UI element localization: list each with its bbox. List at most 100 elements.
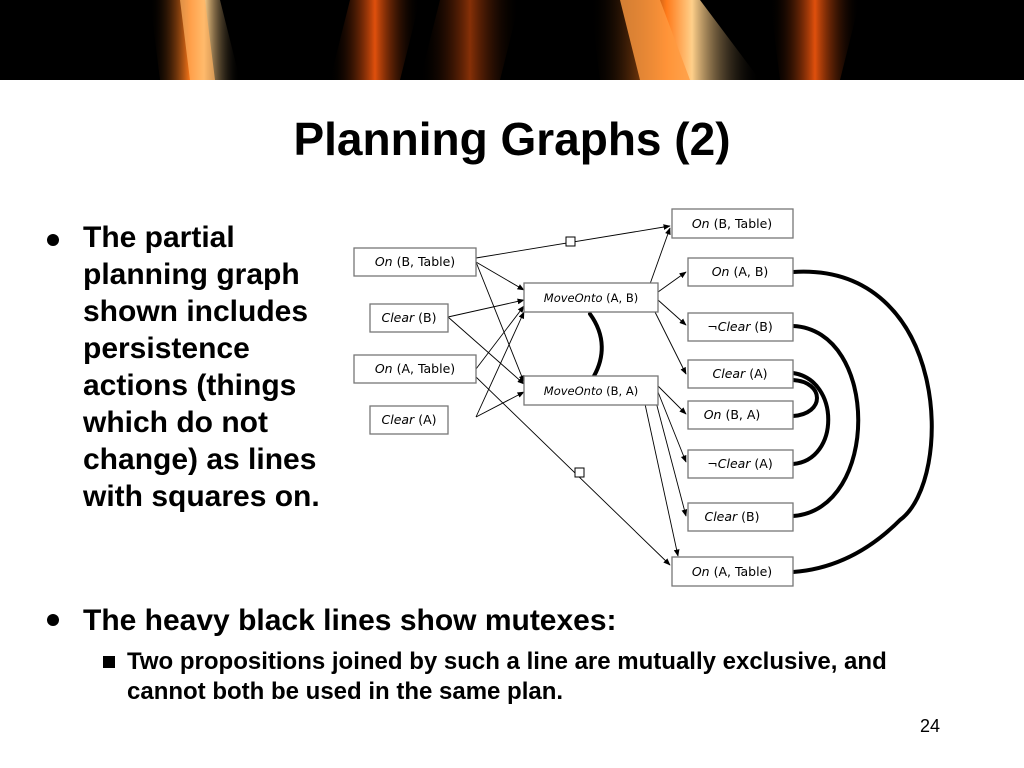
prop-box — [687, 359, 794, 389]
edge-on-b-table-to-move-a-b — [475, 261, 525, 291]
prop-box — [687, 400, 794, 430]
prop-box — [353, 354, 477, 384]
edge-on-b-table-to-move-b-a — [475, 261, 525, 383]
prop-text: On (B, Table) — [375, 254, 455, 269]
mutex-not-clear-b-clear-b — [791, 324, 861, 518]
prop-not-clear-b-level1: ¬Clear (B) — [687, 312, 794, 342]
prop-text: ¬Clear (B) — [707, 319, 773, 334]
prop-box — [369, 303, 449, 333]
mutex-clear-a-not-clear-a — [791, 371, 831, 466]
bullet-2-text: The heavy black lines show mutexes: — [83, 604, 617, 637]
flame-banner — [0, 0, 1024, 80]
prop-pred: On — [375, 361, 393, 376]
prop-args: (B, A) — [725, 407, 760, 422]
prop-pred: ¬Clear — [707, 319, 751, 334]
prop-pred: Clear — [704, 509, 738, 524]
prop-pred: Clear — [382, 412, 416, 427]
prop-args: (B, Table) — [714, 216, 773, 231]
action-text: MoveOnto (B, A) — [544, 384, 638, 398]
prop-pred: ¬Clear — [707, 456, 751, 471]
prop-text: On (B, A) — [704, 407, 761, 422]
prop-text: Clear (B) — [704, 509, 759, 524]
prop-text: Clear (B) — [381, 310, 436, 325]
prop-not-clear-a-level1: ¬Clear (A) — [687, 449, 794, 479]
persistence-square-on-b-table — [565, 236, 576, 247]
prop-on-a-b-level1: On (A, B) — [687, 257, 794, 287]
bullet-dot-1 — [47, 234, 59, 246]
action-move-onto-b-a: MoveOnto (B, A) — [523, 375, 659, 406]
prop-box — [671, 208, 794, 239]
prop-pred: On — [692, 564, 710, 579]
prop-pred: On — [375, 254, 393, 269]
prop-clear-b-level0: Clear (B) — [369, 303, 449, 333]
prop-pred: Clear — [713, 366, 747, 381]
prop-pred: On — [712, 264, 730, 279]
persistence-edges — [475, 224, 671, 566]
prop-args: (A) — [418, 412, 436, 427]
action-args: (B, A) — [606, 384, 638, 398]
prop-box — [353, 247, 477, 277]
edge-move-a-b-to-on-b-table — [649, 227, 671, 285]
bullet-dot-2 — [47, 614, 59, 626]
prop-clear-b-level1: Clear (B) — [687, 502, 794, 532]
action-pred: MoveOnto — [544, 291, 603, 305]
prop-pred: On — [692, 216, 710, 231]
mutex-clear-a-on-b-a — [791, 378, 819, 418]
slide-title: Planning Graphs (2) — [293, 113, 731, 165]
edge-clear-b-to-move-a-b — [447, 298, 525, 318]
prop-on-a-table-level1: On (A, Table) — [671, 556, 794, 587]
flame-banner-graphic — [150, 0, 860, 80]
prop-on-b-table-level0: On (B, Table) — [353, 247, 477, 277]
mutex-between-actions — [588, 312, 604, 378]
precondition-edges — [447, 261, 525, 418]
level0-propositions: On (B, Table) Clear (B) On (A, Table) Cl… — [353, 247, 477, 435]
action-nodes: MoveOnto (A, B) MoveOnto (B, A) — [523, 282, 659, 406]
edge-clear-b-to-move-b-a — [447, 316, 525, 385]
prop-text: On (B, Table) — [692, 216, 772, 231]
persistence-edge-on-a-table — [475, 376, 671, 566]
action-box — [523, 375, 659, 406]
prop-text: On (A, Table) — [375, 361, 455, 376]
mutex-lines — [588, 269, 934, 574]
page-number: 24 — [919, 716, 940, 736]
prop-box — [687, 449, 794, 479]
effect-edges — [644, 227, 688, 557]
prop-box — [687, 502, 794, 532]
prop-args: (A) — [749, 366, 767, 381]
action-text: MoveOnto (A, B) — [544, 291, 638, 305]
prop-clear-a-level0: Clear (A) — [369, 405, 449, 435]
prop-on-b-table-level1: On (B, Table) — [671, 208, 794, 239]
prop-args: (B) — [741, 509, 759, 524]
prop-args: (A, Table) — [714, 564, 773, 579]
level1-propositions: On (B, Table) On (A, B) ¬Clear (B) Clear… — [671, 208, 794, 587]
edge-clear-a-to-move-b-a — [475, 391, 525, 418]
edge-move-a-b-to-on-a-b — [657, 271, 687, 293]
prop-pred: On — [704, 407, 722, 422]
sub-bullet-square — [103, 656, 115, 668]
prop-clear-a-level1: Clear (A) — [687, 359, 794, 389]
edge-move-b-a-to-on-a-table — [644, 403, 680, 557]
action-box — [523, 282, 659, 313]
edge-clear-a-to-move-a-b — [475, 311, 525, 418]
prop-text: Clear (A) — [713, 366, 768, 381]
edge-move-b-a-to-clear-b — [655, 401, 688, 517]
persistence-square-on-a-table — [574, 467, 585, 478]
prop-on-b-a-level1: On (B, A) — [687, 400, 794, 430]
mutex-on-a-b-on-a-table — [791, 269, 934, 574]
action-args: (A, B) — [606, 291, 638, 305]
prop-args: (B) — [754, 319, 772, 334]
edge-move-b-a-to-not-clear-a — [657, 391, 687, 463]
edge-move-a-b-to-clear-a — [654, 311, 687, 375]
prop-args: (B) — [418, 310, 436, 325]
prop-box — [687, 257, 794, 287]
prop-args: (A, B) — [733, 264, 768, 279]
prop-box — [671, 556, 794, 587]
edge-move-a-b-to-not-clear-b — [657, 299, 687, 326]
sub-bullet-text: Two propositions joined by such a line a… — [127, 648, 887, 705]
prop-args: (A, Table) — [397, 361, 456, 376]
bullet-1-text: The partial planning graph shown include… — [83, 221, 320, 513]
action-pred: MoveOnto — [544, 384, 603, 398]
edge-on-a-table-to-move-a-b — [475, 305, 525, 370]
action-move-onto-a-b: MoveOnto (A, B) — [523, 282, 659, 313]
